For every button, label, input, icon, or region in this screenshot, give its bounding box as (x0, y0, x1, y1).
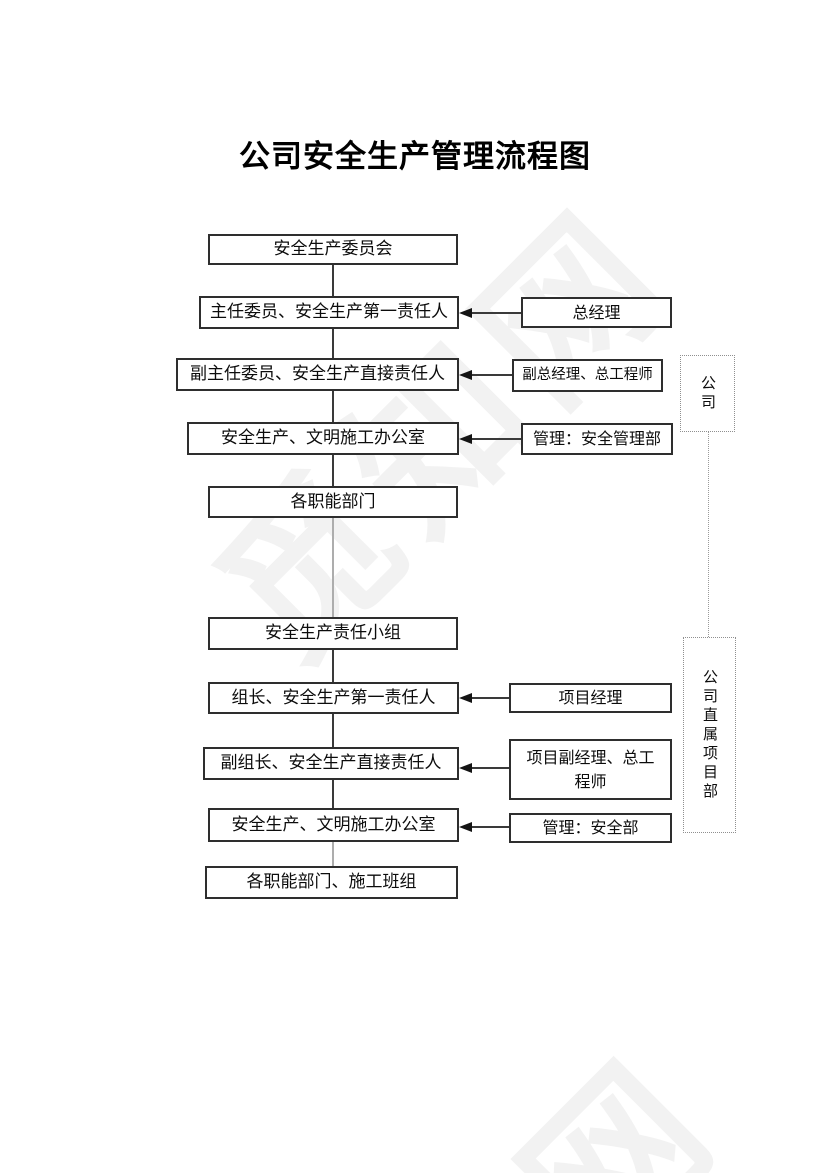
node-label: 组长、安全生产第一责任人 (231, 687, 436, 708)
node-safety-committee: 安全生产委员会 (208, 234, 458, 265)
node-label: 管理：安全管理部 (532, 429, 661, 449)
connector-vicechairman-office (332, 391, 334, 422)
node-safety-civilized-office: 安全生产、文明施工办公室 (187, 422, 459, 455)
arrow-pm-to-leader (459, 693, 509, 703)
node-general-manager: 总经理 (521, 297, 672, 328)
watermark-bottom: 觅知网 (225, 1021, 756, 1173)
arrow-line (472, 312, 521, 314)
arrow-line (472, 374, 512, 376)
node-vice-group-leader-direct-responsible: 副组长、安全生产直接责任人 (203, 747, 459, 780)
section-box-company: 公司 (680, 355, 735, 432)
node-label: 安全生产委员会 (273, 239, 393, 260)
connector-viceleader-office2 (332, 780, 334, 808)
section-box-company-direct-project-dept: 公司直属项目部 (683, 637, 736, 833)
connector-committee-chairman (332, 265, 334, 296)
node-label: 主任委员、安全生产第一责任人 (210, 302, 448, 323)
arrow-dpm-to-viceleader (459, 763, 509, 773)
arrowhead-left-icon (459, 308, 472, 318)
node-project-manager: 项目经理 (509, 683, 672, 713)
arrow-dgm-to-vicechairman (459, 370, 512, 380)
connector-leader-viceleader (332, 714, 334, 747)
node-label: 安全生产责任小组 (265, 623, 401, 644)
arrow-mgmtdept-to-office (459, 434, 521, 444)
node-safety-civilized-office-project: 安全生产、文明施工办公室 (208, 808, 459, 842)
node-label: 各职能部门、施工班组 (246, 872, 417, 893)
connector-group-leader (332, 650, 334, 682)
node-safety-responsibility-group: 安全生产责任小组 (208, 617, 458, 650)
node-deputy-pm-chief-engineer: 项目副经理、总工程师 (509, 739, 672, 800)
arrowhead-left-icon (459, 822, 472, 832)
node-label: 管理：安全部 (542, 818, 639, 838)
node-chairman-first-responsible: 主任委员、安全生产第一责任人 (199, 296, 459, 329)
page-title: 公司安全生产管理流程图 (239, 139, 591, 175)
node-departments-construction-teams: 各职能部门、施工班组 (205, 866, 458, 899)
node-deputy-gm-chief-engineer: 副总经理、总工程师 (512, 359, 663, 392)
connector-chairman-vicechairman (332, 329, 334, 358)
node-label: 副总经理、总工程师 (522, 366, 653, 383)
connector-company-sections-dashed (708, 432, 709, 637)
arrow-line (472, 438, 521, 440)
node-label: 项目经理 (558, 688, 623, 708)
node-label: 总经理 (572, 302, 621, 322)
arrow-safetydept-to-office2 (459, 822, 509, 832)
arrow-gm-to-chairman (459, 308, 521, 318)
arrow-line (472, 697, 509, 699)
node-label: 副主任委员、安全生产直接责任人 (190, 364, 445, 385)
connector-departments-group (332, 518, 334, 617)
node-label: 各职能部门 (290, 491, 376, 512)
node-group-leader-first-responsible: 组长、安全生产第一责任人 (208, 682, 459, 714)
section-label: 公司 (699, 374, 717, 413)
arrowhead-left-icon (459, 370, 472, 380)
section-label: 公司直属项目部 (701, 668, 719, 802)
node-label: 安全生产、文明施工办公室 (231, 814, 436, 835)
arrowhead-left-icon (459, 763, 472, 773)
node-label: 安全生产、文明施工办公室 (221, 428, 425, 449)
node-label: 副组长、安全生产直接责任人 (220, 753, 442, 774)
connector-office-departments (332, 455, 334, 486)
node-vice-chairman-direct-responsible: 副主任委员、安全生产直接责任人 (176, 358, 459, 391)
arrow-line (472, 767, 509, 769)
node-management-safety-dept: 管理：安全部 (509, 813, 672, 843)
arrowhead-left-icon (459, 693, 472, 703)
connector-office2-departments2 (332, 842, 334, 866)
arrow-line (472, 826, 509, 828)
arrowhead-left-icon (459, 434, 472, 444)
node-label: 项目副经理、总工程师 (526, 748, 655, 791)
node-management-safety-management-dept: 管理：安全管理部 (521, 423, 673, 455)
node-functional-departments: 各职能部门 (208, 486, 458, 518)
